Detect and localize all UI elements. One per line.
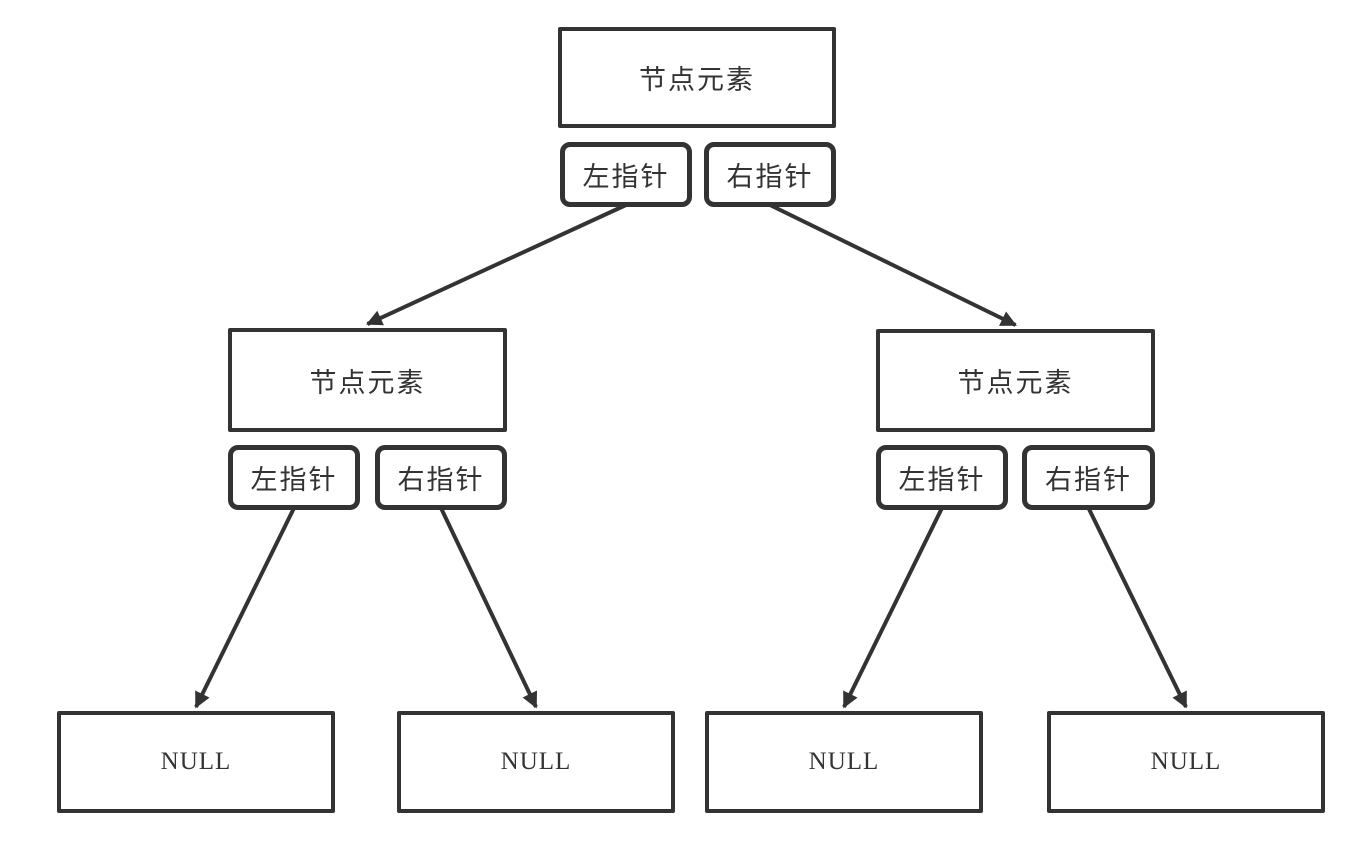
- leaf-null-lr-label: NULL: [500, 748, 572, 775]
- right-child-node-label: 节点元素: [957, 368, 1074, 398]
- left-child-left-pointer: 左指针: [228, 445, 360, 510]
- left-child-right-pointer-label: 右指针: [397, 465, 485, 495]
- right-child-node: 节点元素: [876, 329, 1155, 432]
- leaf-null-ll: NULL: [57, 711, 335, 813]
- leaf-null-rl-label: NULL: [808, 748, 880, 775]
- leaf-null-rl: NULL: [705, 711, 983, 813]
- leaf-null-rr-label: NULL: [1150, 748, 1222, 775]
- left-child-node-label: 节点元素: [309, 367, 426, 398]
- right-child-right-pointer: 右指针: [1022, 445, 1155, 510]
- tree-edge: [769, 203, 1017, 327]
- leaf-null-lr: NULL: [397, 711, 675, 813]
- left-child-left-pointer-label: 左指针: [250, 465, 338, 495]
- tree-edge: [439, 507, 538, 709]
- left-child-node: 节点元素: [228, 328, 507, 432]
- root-left-pointer: 左指针: [560, 142, 692, 207]
- right-child-left-pointer-label: 左指针: [898, 465, 986, 495]
- tree-edge: [842, 507, 944, 709]
- leaf-null-rr: NULL: [1047, 711, 1325, 813]
- root-node: 节点元素: [558, 27, 836, 128]
- left-child-right-pointer: 右指针: [375, 445, 507, 510]
- root-node-label: 节点元素: [639, 65, 755, 95]
- leaf-null-ll-label: NULL: [160, 748, 232, 775]
- right-child-right-pointer-label: 右指针: [1045, 465, 1132, 495]
- tree-edge: [1086, 507, 1188, 709]
- root-left-pointer-label: 左指针: [582, 162, 670, 192]
- tree-edge: [194, 507, 296, 709]
- tree-edge: [366, 203, 627, 326]
- root-right-pointer-label: 右指针: [726, 162, 814, 192]
- root-right-pointer: 右指针: [704, 142, 836, 207]
- right-child-left-pointer: 左指针: [876, 445, 1008, 510]
